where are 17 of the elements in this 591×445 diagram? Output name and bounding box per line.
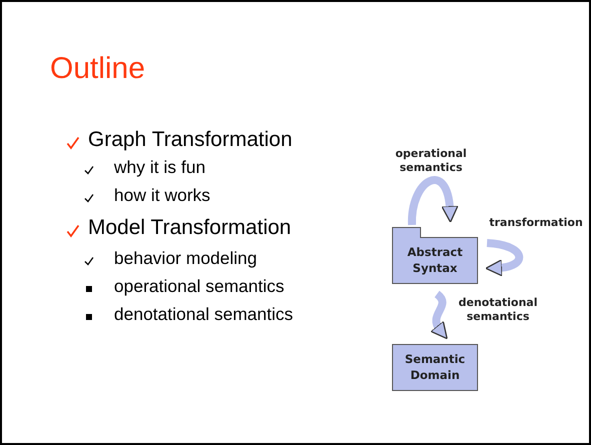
edge-label: transformation — [488, 216, 584, 230]
bullet-text: Model Transformation — [88, 216, 292, 240]
bullet-text: operational semantics — [114, 276, 284, 297]
bullet-text: denotational semantics — [114, 304, 293, 325]
node-label: Semantic Domain — [404, 352, 466, 384]
curved-block-arrow — [485, 239, 523, 276]
curved-block-arrow — [430, 291, 447, 340]
bullet-text: why it is fun — [114, 157, 206, 178]
slide-title: Outline — [50, 52, 146, 86]
node-label: Abstract Syntax — [406, 244, 464, 276]
curved-block-arrow — [408, 176, 458, 226]
bullet-text: Graph Transformation — [88, 128, 292, 152]
edge-label: denotational semantics — [458, 296, 538, 325]
bullet-text: how it works — [114, 185, 210, 206]
process-box — [392, 344, 478, 391]
bullet-text: behavior modeling — [114, 248, 258, 269]
edge-label: operational semantics — [394, 147, 468, 176]
